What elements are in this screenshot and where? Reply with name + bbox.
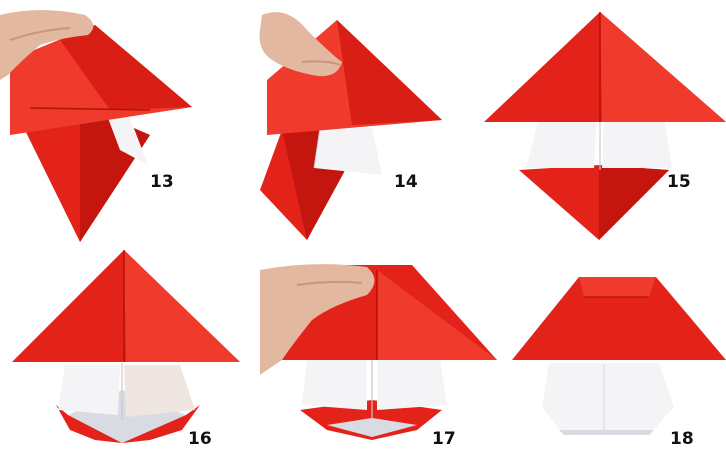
white-stem-right <box>377 360 447 410</box>
white-stem-left <box>526 117 597 168</box>
white-stem <box>314 128 382 175</box>
white-stem-right <box>124 365 195 417</box>
step-number: 15 <box>667 172 691 192</box>
step-15-panel: 15 <box>484 0 726 225</box>
white-stem-left <box>58 365 120 415</box>
step-18-illustration <box>484 225 726 450</box>
step-16-illustration <box>0 225 242 450</box>
step-16-panel: 16 <box>0 225 242 450</box>
step-14-illustration <box>242 0 484 225</box>
step-number: 13 <box>150 172 174 192</box>
step-number: 16 <box>188 429 212 449</box>
step-number: 14 <box>394 172 418 192</box>
step-number: 18 <box>670 429 694 449</box>
step-number: 17 <box>432 429 456 449</box>
white-stem-right <box>602 117 672 168</box>
step-13-panel: 13 <box>0 0 242 225</box>
white-stem-left <box>302 360 367 410</box>
step-13-illustration <box>0 0 242 225</box>
step-17-panel: 17 <box>242 225 484 450</box>
white-stem <box>542 363 674 435</box>
step-17-illustration <box>242 225 484 450</box>
step-14-panel: 14 <box>242 0 484 225</box>
step-18-panel: 18 <box>484 225 726 450</box>
